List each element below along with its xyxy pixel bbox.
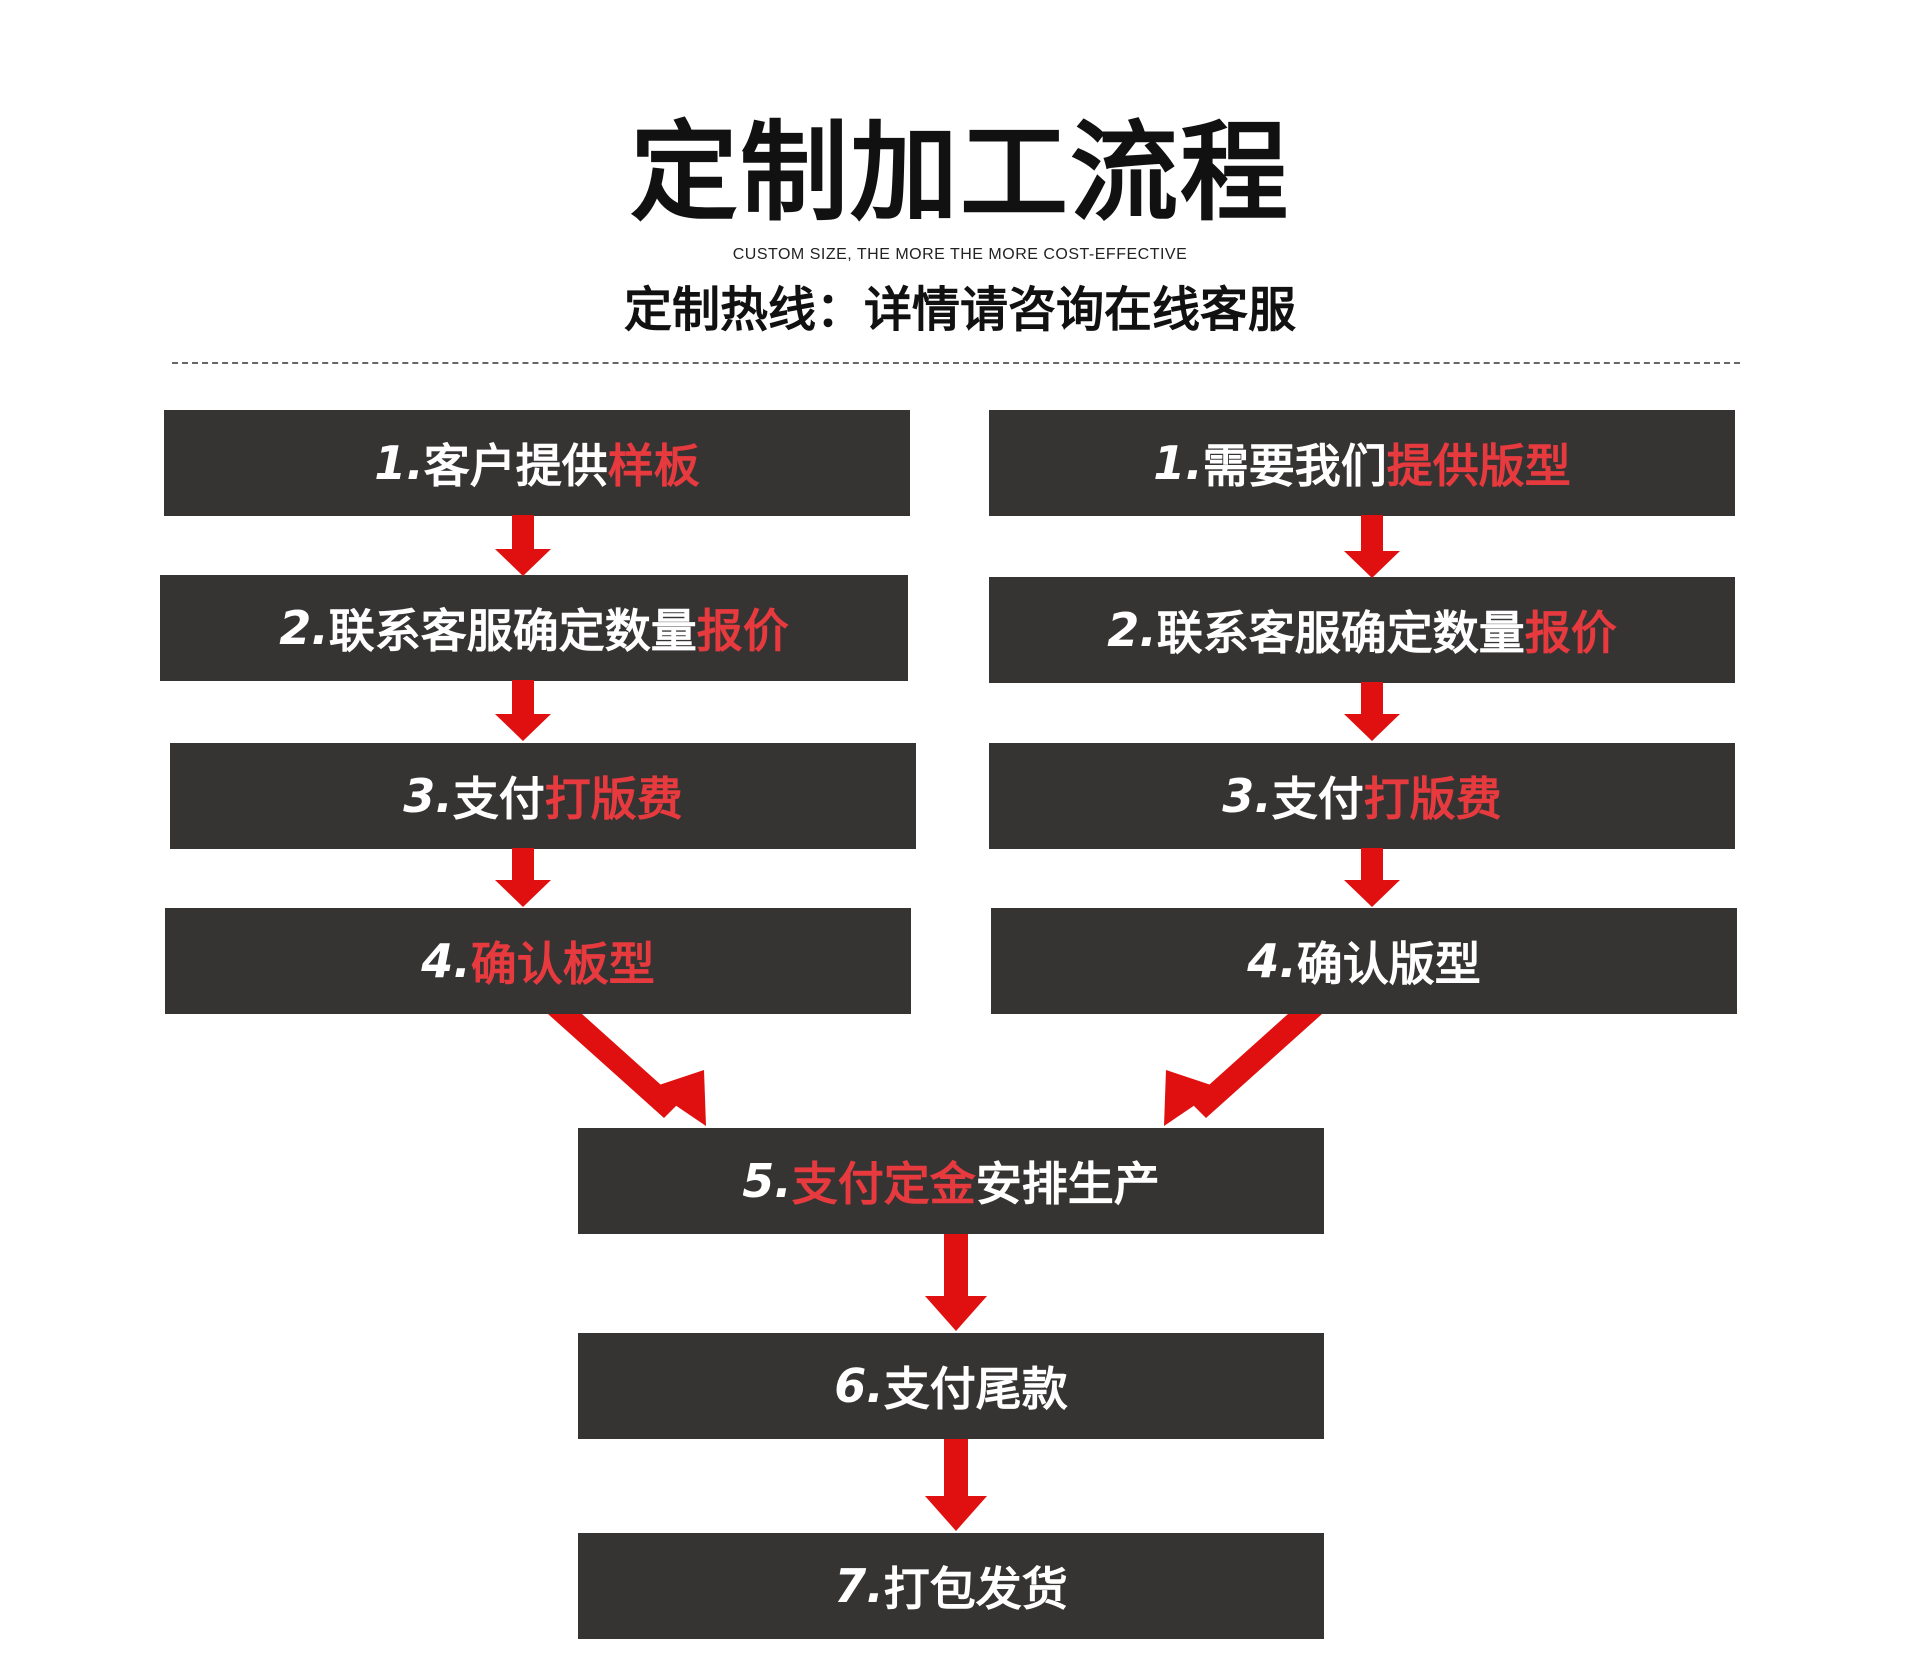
left-step-4: 4.确认板型 — [165, 908, 911, 1014]
step-text: 联系客服确定数量 — [1156, 606, 1525, 660]
diagonal-arrow-left-icon — [548, 1014, 706, 1126]
center-step-5: 5.支付定金安排生产 — [578, 1128, 1324, 1234]
step-number: 5. — [742, 1154, 792, 1208]
step-text: 打包发货 — [883, 1562, 1068, 1616]
left-step-1: 1.客户提供样板 — [164, 410, 910, 516]
diagonal-arrow-right-icon — [1164, 1014, 1322, 1126]
step-highlight: 确认板型 — [470, 937, 655, 991]
step-number: 3. — [1222, 769, 1272, 823]
step-number: 6. — [834, 1359, 884, 1413]
page-title: 定制加工流程 — [629, 111, 1290, 236]
right-step-1: 1.需要我们提供版型 — [989, 410, 1735, 516]
step-text: 支付尾款 — [883, 1362, 1068, 1416]
step-number: 7. — [834, 1559, 884, 1613]
down-arrow-icon — [925, 1439, 987, 1531]
down-arrow-icon — [495, 848, 551, 907]
step-text: 联系客服确定数量 — [328, 604, 697, 658]
dashed-divider — [172, 362, 1740, 364]
step-number: 1. — [1153, 436, 1203, 490]
down-arrow-icon — [1344, 848, 1400, 907]
step-highlight: 支付定金 — [791, 1157, 976, 1211]
step-number: 4. — [421, 934, 471, 988]
left-step-2: 2.联系客服确定数量报价 — [160, 575, 908, 681]
down-arrow-icon — [495, 515, 551, 576]
step-number: 1. — [374, 436, 424, 490]
right-step-3: 3.支付打版费 — [989, 743, 1735, 849]
step-tail: 安排生产 — [975, 1157, 1160, 1211]
down-arrow-icon — [1344, 682, 1400, 741]
step-number: 4. — [1247, 934, 1297, 988]
step-number: 2. — [279, 601, 329, 655]
left-step-3: 3.支付打版费 — [170, 743, 916, 849]
center-step-7: 7.打包发货 — [578, 1533, 1324, 1639]
down-arrow-icon — [925, 1234, 987, 1331]
english-subtitle: CUSTOM SIZE, THE MORE THE MORE COST-EFFE… — [732, 246, 1188, 263]
right-step-2: 2.联系客服确定数量报价 — [989, 577, 1735, 683]
hotline-text: 定制热线：详情请咨询在线客服 — [623, 282, 1296, 338]
down-arrow-icon — [1344, 515, 1400, 578]
step-text: 支付 — [452, 772, 545, 826]
step-highlight: 打版费 — [1363, 772, 1502, 826]
step-number: 2. — [1107, 603, 1157, 657]
step-text: 客户提供 — [423, 439, 608, 493]
step-text: 支付 — [1271, 772, 1364, 826]
right-step-4: 4.确认版型 — [991, 908, 1737, 1014]
step-highlight: 打版费 — [544, 772, 683, 826]
step-highlight: 提供版型 — [1386, 439, 1571, 493]
center-step-6: 6.支付尾款 — [578, 1333, 1324, 1439]
step-highlight: 样板 — [607, 439, 700, 493]
down-arrow-icon — [495, 680, 551, 741]
step-number: 3. — [403, 769, 453, 823]
step-text: 确认版型 — [1296, 937, 1481, 991]
step-text: 需要我们 — [1202, 439, 1387, 493]
step-highlight: 报价 — [696, 604, 789, 658]
step-highlight: 报价 — [1524, 606, 1617, 660]
